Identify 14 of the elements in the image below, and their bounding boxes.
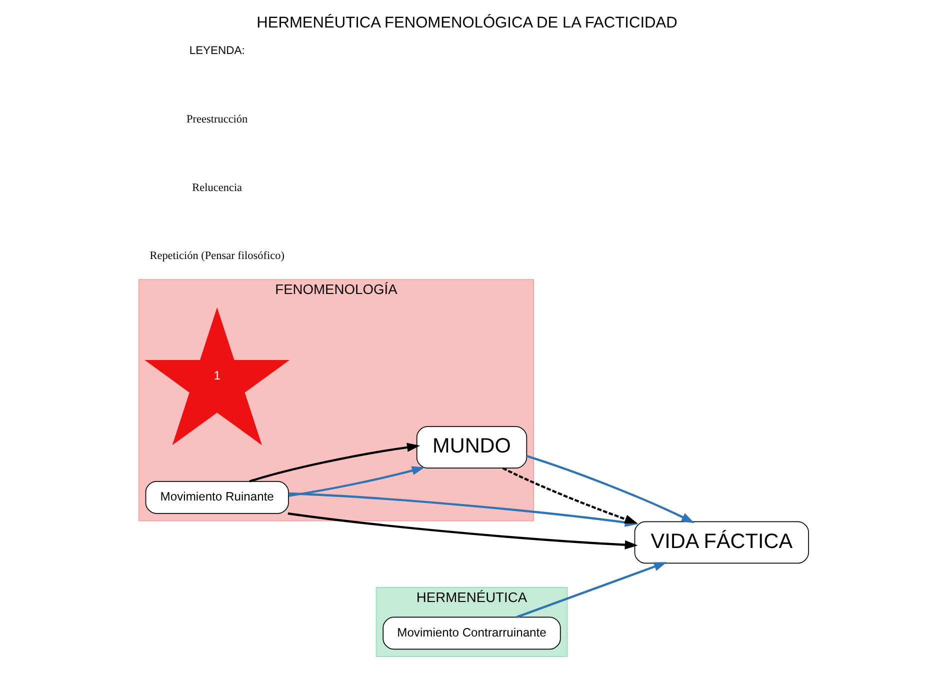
node-box: VIDA FÁCTICA: [634, 521, 809, 564]
legend-label: Repetición (Pensar filosófico): [150, 250, 285, 262]
legend-label: Preestrucción: [186, 114, 248, 126]
arrow: [526, 455, 694, 524]
label: LEYENDA:: [189, 45, 245, 58]
node-box: MUNDO: [416, 426, 528, 468]
legend-label: Relucencia: [192, 182, 242, 194]
arrow: [288, 466, 425, 497]
arrow: [249, 442, 420, 482]
diagram-title: HERMENÉUTICA FENOMENOLÓGICA DE LA FACTICIDAD: [256, 14, 678, 32]
arrow: [502, 467, 638, 524]
node-box: Movimiento Ruinante: [145, 481, 289, 514]
node-box: Movimiento Contrarruinante: [382, 616, 561, 650]
arrow: [516, 562, 667, 618]
